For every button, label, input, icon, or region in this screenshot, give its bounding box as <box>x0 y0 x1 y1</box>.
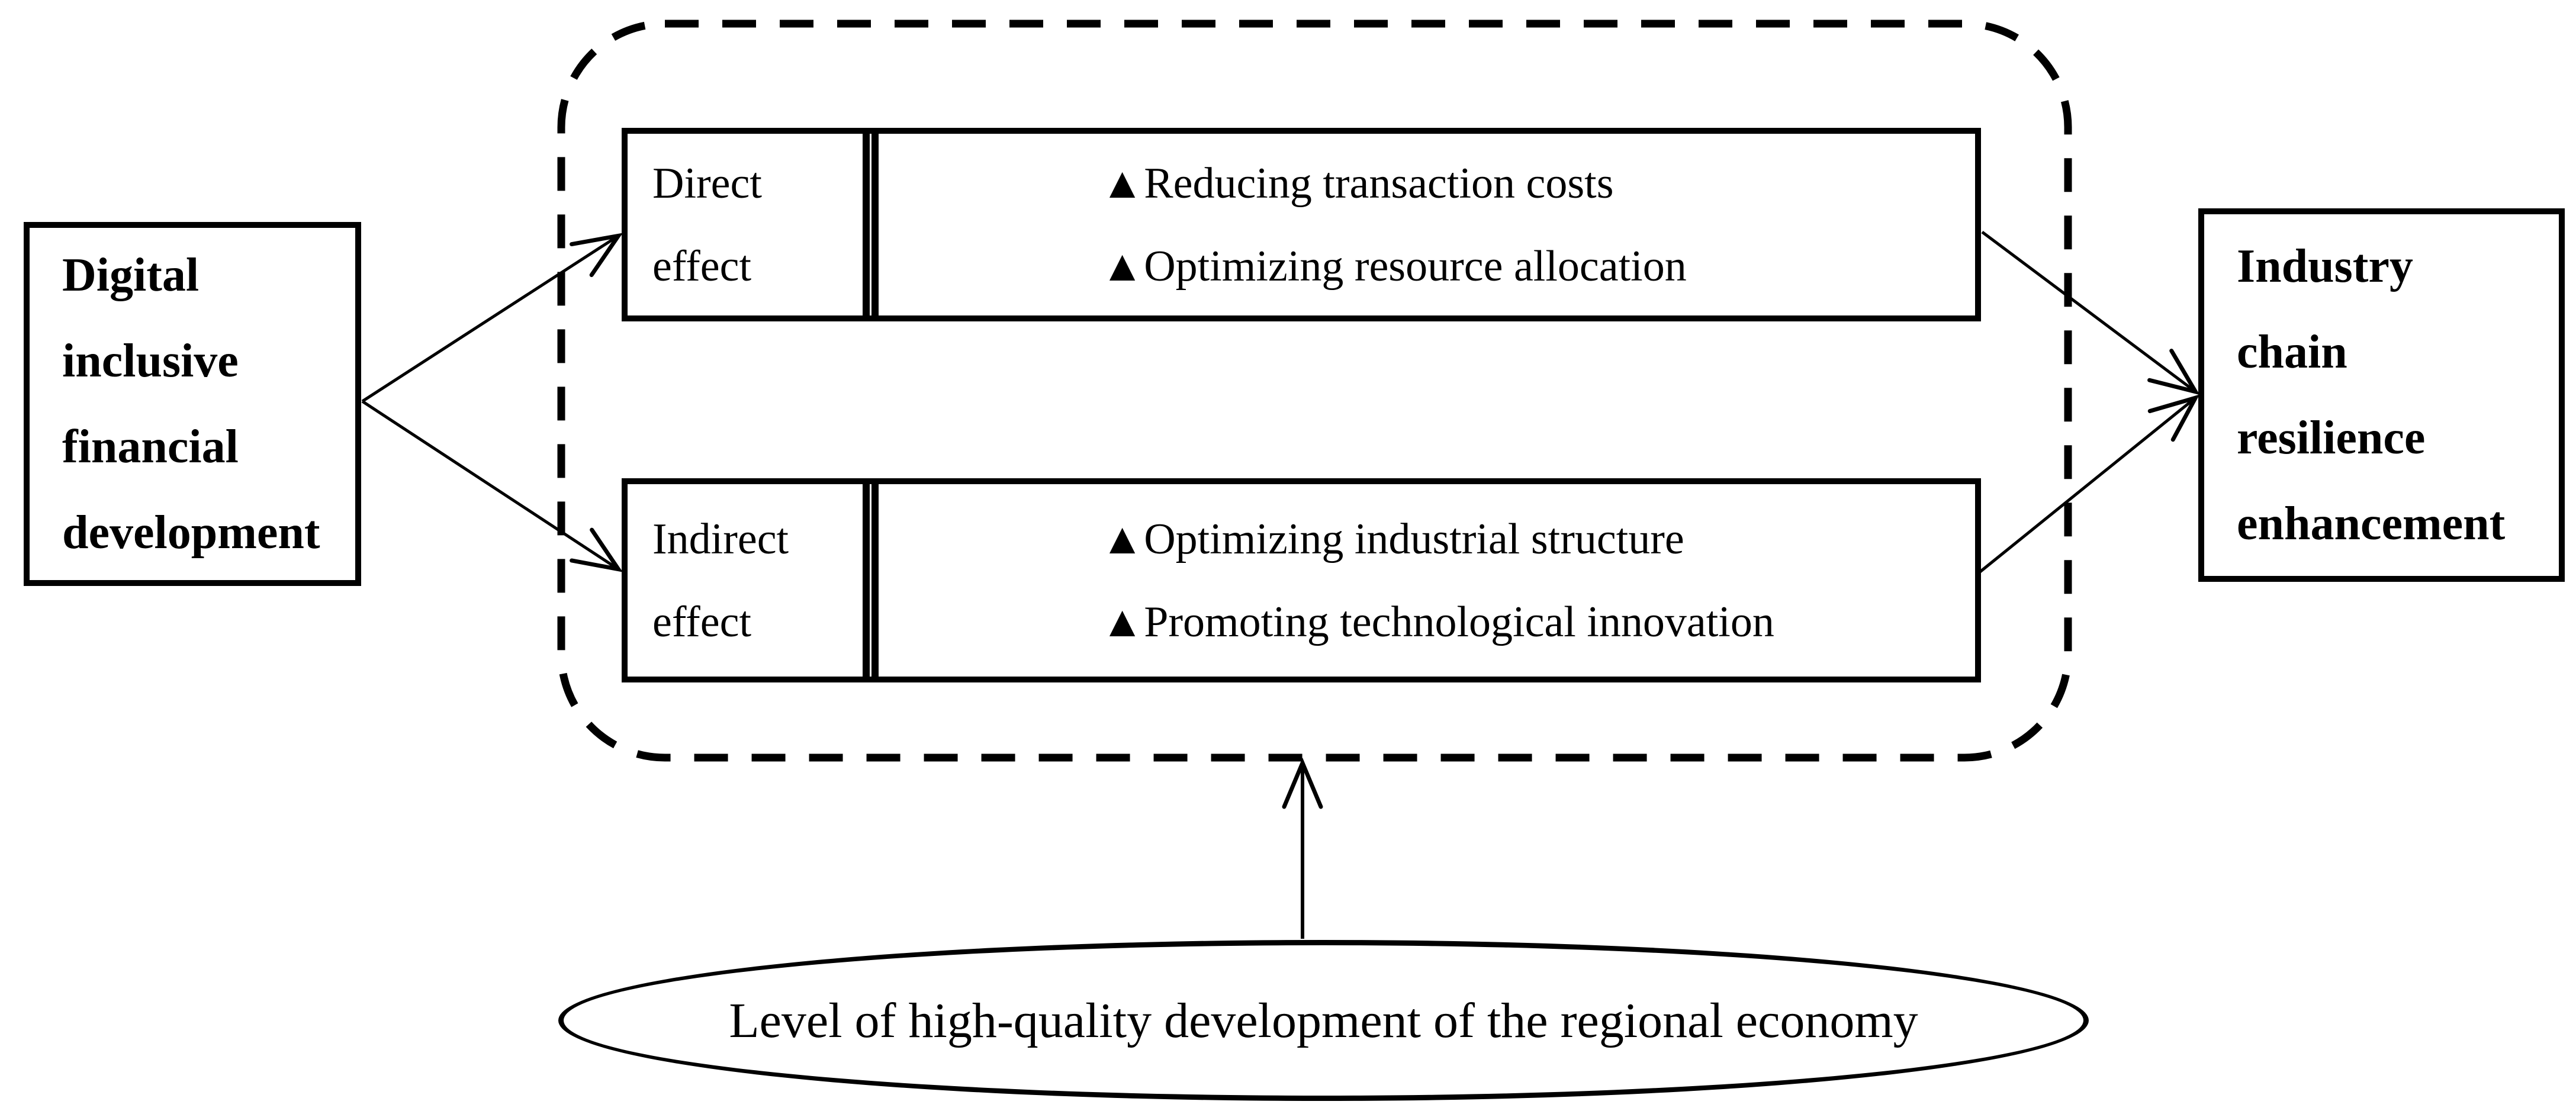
arrow-direct-effect-to-outcome <box>1981 230 2200 395</box>
antecedent-line: Digital <box>62 249 200 301</box>
indirect-effect-label-cell: Indirect effect <box>628 484 870 677</box>
antecedent-line: financial <box>62 420 239 473</box>
outcome-line: Industry <box>2237 240 2413 292</box>
indirect-effect-box: Indirect effect ▲Optimizing industrial s… <box>622 478 1981 682</box>
outcome-line: resilience <box>2237 411 2426 464</box>
moderator-ellipse: Level of high-quality development of the… <box>558 940 2089 1101</box>
antecedent-line: development <box>62 506 320 559</box>
indirect-effect-label-line: Indirect <box>652 514 789 563</box>
indirect-effect-item: ▲Promoting technological innovation <box>1101 597 1774 646</box>
direct-effect-label-line: Direct <box>652 159 762 208</box>
arrow-antecedent-to-indirect-effect <box>361 400 623 572</box>
antecedent-line: inclusive <box>62 334 239 387</box>
direct-effect-box: Direct effect ▲Reducing transaction cost… <box>622 128 1981 321</box>
moderator-text: Level of high-quality development of the… <box>729 993 1918 1048</box>
indirect-effect-item: ▲Optimizing industrial structure <box>1101 514 1684 563</box>
antecedent-box: Digital inclusive financial development <box>24 222 361 586</box>
arrow-antecedent-to-direct-effect <box>361 233 623 403</box>
arrow-indirect-effect-to-outcome <box>1977 394 2200 574</box>
mediation-dashed-frame <box>557 20 2072 762</box>
direct-effect-content-cell: ▲Reducing transaction costs ▲Optimizing … <box>871 134 1975 315</box>
outcome-box: Industry chain resilience enhancement <box>2198 208 2565 582</box>
direct-effect-item: ▲Optimizing resource allocation <box>1101 241 1687 291</box>
direct-effect-label-cell: Direct effect <box>628 134 870 315</box>
direct-effect-label-line: effect <box>652 241 752 291</box>
indirect-effect-content-cell: ▲Optimizing industrial structure ▲Promot… <box>871 484 1975 677</box>
direct-effect-item: ▲Reducing transaction costs <box>1101 159 1614 208</box>
outcome-line: enhancement <box>2237 497 2506 550</box>
indirect-effect-label-line: effect <box>652 597 752 646</box>
outcome-line: chain <box>2237 326 2347 378</box>
